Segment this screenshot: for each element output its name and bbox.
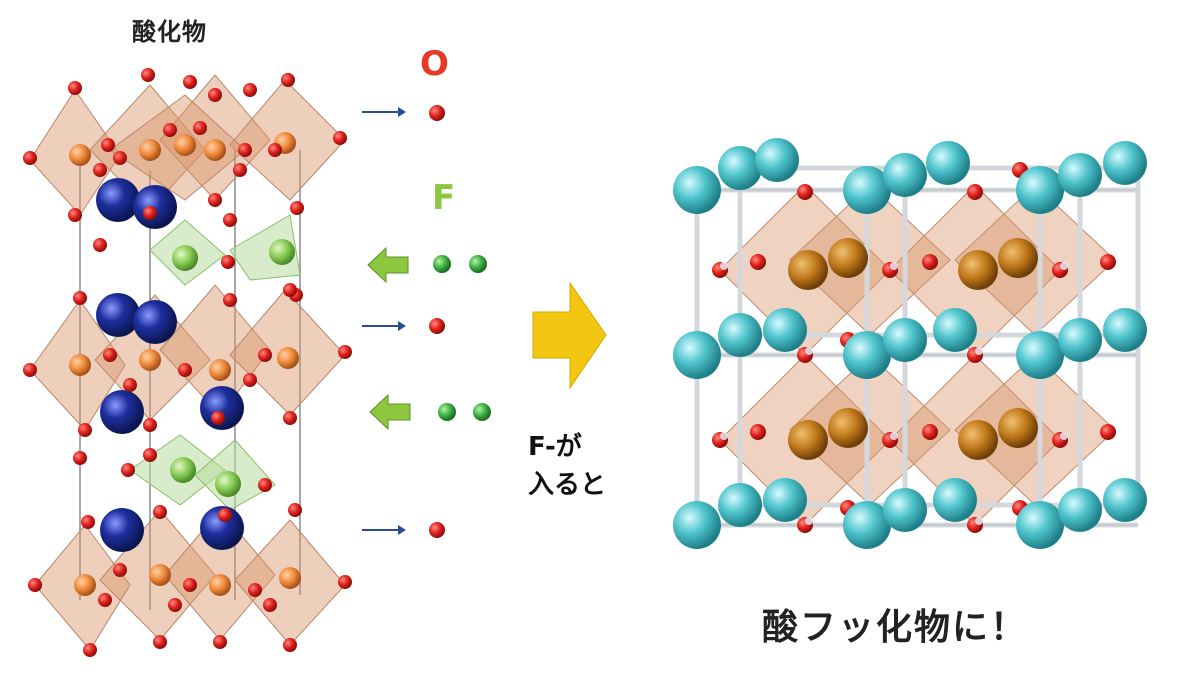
blue-arrow-bottom xyxy=(362,525,406,535)
blue-arrow-top xyxy=(362,107,406,117)
yellow-transform-arrow xyxy=(532,281,607,390)
fluorine-atoms-structure xyxy=(170,239,295,497)
fluorine-atom-legend-1 xyxy=(433,255,451,273)
fluorine-atom-legend-2 xyxy=(469,255,487,273)
brown-cations xyxy=(788,238,1038,460)
oxygen-atom-legend-1 xyxy=(429,105,445,121)
insertion-caption-line1: F-が xyxy=(528,432,582,462)
oxygen-atoms-structure xyxy=(23,68,352,657)
green-arrow-bottom xyxy=(369,393,411,431)
fluoride-layer-bottom xyxy=(129,434,276,511)
fluorine-atom-legend-3 xyxy=(438,403,456,421)
oxygen-atom-legend-2 xyxy=(429,318,445,334)
blue-arrow-middle xyxy=(362,321,406,331)
green-arrow-top xyxy=(367,246,409,284)
insertion-caption-line2: 入ると xyxy=(528,470,607,500)
oxygen-atom-legend-3 xyxy=(429,522,445,538)
fluorine-atom-legend-4 xyxy=(473,403,491,421)
blue-cations xyxy=(96,178,244,552)
orange-cations xyxy=(69,132,301,596)
oxide-structure xyxy=(23,68,352,657)
insertion-caption: F-が 入ると xyxy=(528,428,606,504)
oxyfluoride-structure xyxy=(673,138,1147,549)
oxyfluoride-caption: 酸フッ化物に！ xyxy=(762,607,1029,648)
oxygen-symbol: O xyxy=(420,44,449,84)
oxide-title: 酸化物 xyxy=(132,18,207,46)
fluorine-symbol: F xyxy=(432,178,456,218)
cyan-cations xyxy=(673,138,1147,549)
